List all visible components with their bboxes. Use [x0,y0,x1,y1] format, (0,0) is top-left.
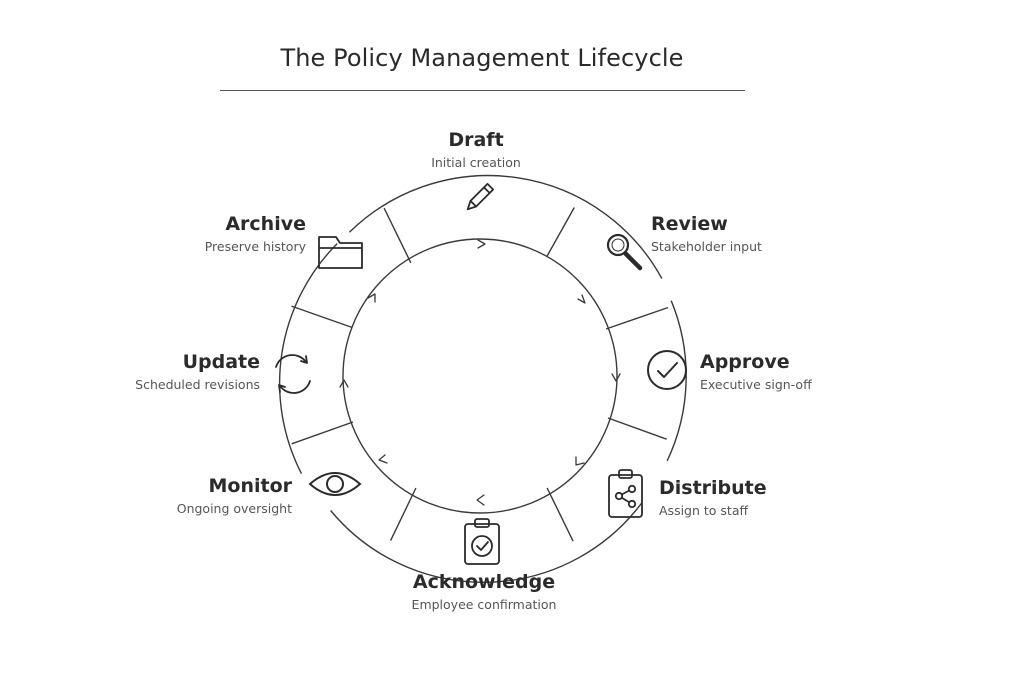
title-divider [220,90,745,91]
flow-arrowhead [367,293,376,303]
flow-arrowhead [476,494,485,506]
stage-acknowledge: Acknowledge Employee confirmation [412,570,557,614]
stage-monitor: Monitor Ongoing oversight [177,474,292,518]
ring-divider [607,417,667,440]
stage-description: Ongoing oversight [176,501,292,516]
flow-arrowhead [378,454,388,464]
stage-distribute: Distribute Assign to staff [659,476,767,520]
ring-divider [546,207,575,257]
flow-arrowhead [477,239,486,249]
flow-arrowhead [575,456,585,466]
stage-description: Scheduled revisions [135,377,260,392]
stage-name: Update [182,351,260,373]
stage-update: Update Scheduled revisions [135,350,260,394]
ring-divider [605,306,669,330]
ring-outer-arc-left [278,243,338,475]
stage-approve: Approve Executive sign-off [700,350,812,394]
ring-inner-circle [342,238,618,514]
stage-name: Acknowledge [412,571,556,593]
folder-icon [318,236,363,269]
flow-arrowhead [611,373,621,382]
stage-description: Stakeholder input [651,239,762,254]
ring-divider [389,487,417,541]
outer-ring [278,174,687,584]
diagram-title: The Policy Management Lifecycle [280,44,684,72]
ring-dividers [291,207,669,542]
stage-name: Approve [700,351,790,373]
refresh-icon [275,354,311,394]
flow-arrowhead [577,294,586,304]
clipboard-check-icon [464,518,500,565]
stage-description: Assign to staff [659,503,749,518]
stage-draft: Draft Initial creation [431,128,521,172]
ring-outer-arc-right [666,300,687,462]
stage-archive: Archive Preserve history [205,212,306,256]
stage-name: Distribute [659,477,767,499]
ring-outer-arc-top [348,174,663,279]
pencil-icon [466,182,495,211]
stage-name: Draft [448,129,504,151]
stage-name: Monitor [208,475,292,497]
ring-outer-arc-bottom [330,502,643,584]
eye-icon [308,472,362,496]
stage-description: Employee confirmation [411,597,557,612]
stage-name: Review [651,213,728,235]
ring-divider [291,421,354,445]
stage-description: Executive sign-off [700,377,812,392]
stage-name: Archive [225,213,306,235]
stage-review: Review Stakeholder input [651,212,762,256]
clipboard-share-icon [608,469,643,518]
checkmark-circle-icon [647,350,687,390]
magnifier-icon [606,233,643,271]
flow-arrowhead [339,379,349,388]
ring-divider [546,487,574,542]
stage-description: Preserve history [204,239,306,254]
ring-divider [383,207,412,264]
flow-arrows [339,239,621,506]
ring-divider [291,305,353,329]
stage-description: Initial creation [431,155,521,170]
